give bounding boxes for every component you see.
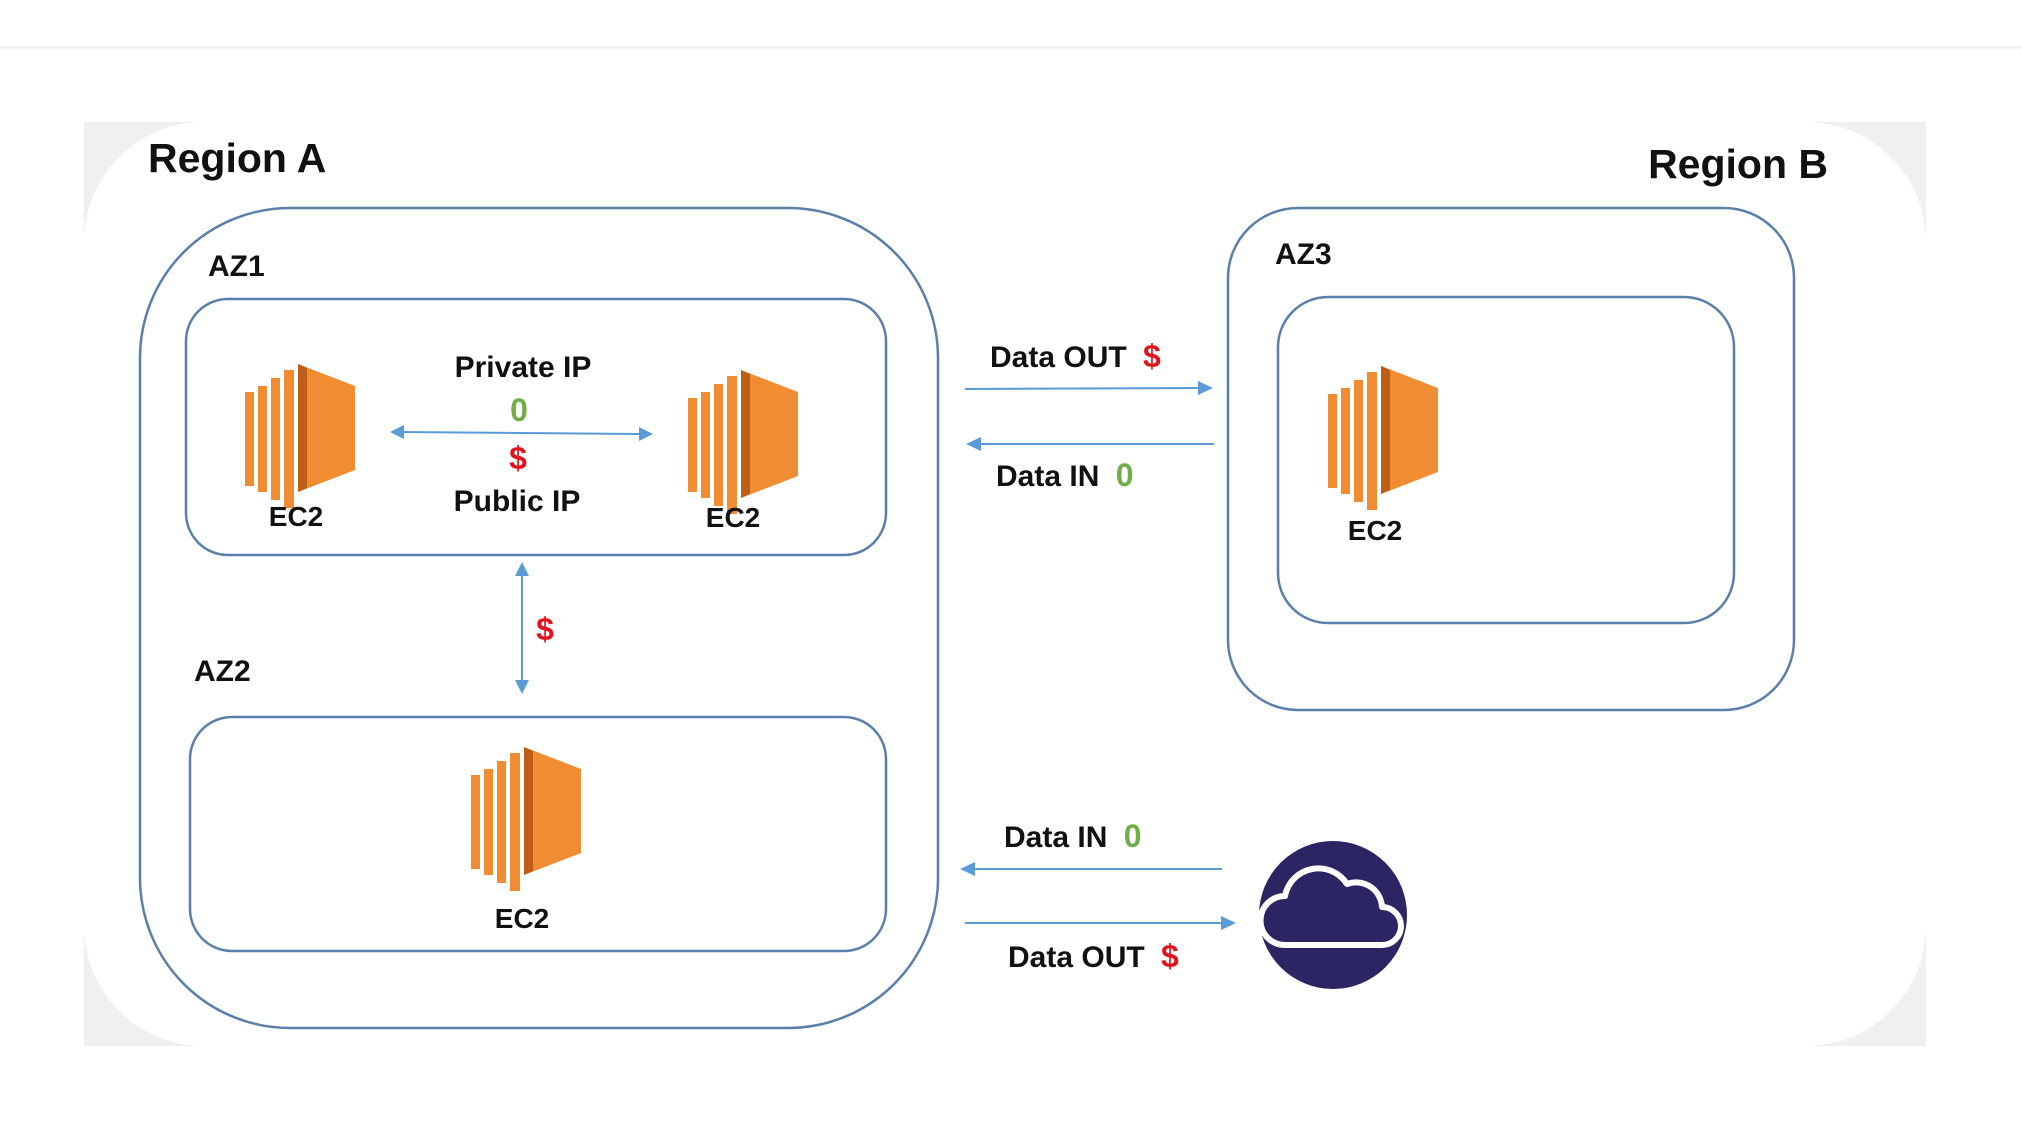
az3-title: AZ3: [1275, 238, 1332, 271]
cross-az-arrow: [515, 562, 529, 694]
region-a-vpc: [138, 206, 940, 1030]
az1-left-ec2-label: EC2: [269, 501, 323, 532]
internet-in-text: Data IN: [1004, 821, 1107, 854]
internet-in-label: Data IN 0: [1004, 818, 1142, 854]
az2-box: [188, 715, 888, 953]
svg-text:Data IN 0: Data IN 0: [1004, 818, 1142, 854]
internet-in-cost: 0: [1124, 818, 1142, 854]
cloud-icon: [1257, 841, 1407, 989]
public-ip-label: Public IP: [454, 485, 581, 518]
public-ip-cost: $: [509, 440, 527, 476]
inter-region-out-arrow: [964, 381, 1213, 395]
az1-title: AZ1: [208, 250, 265, 283]
svg-text:Data IN 0: Data IN 0: [996, 457, 1134, 493]
svg-text:Data OUT $: Data OUT $: [990, 338, 1161, 374]
inter-region-in-text: Data IN: [996, 460, 1099, 493]
internet-out-arrow: [965, 916, 1236, 930]
top-divider: [0, 46, 2022, 49]
inter-region-out-text: Data OUT: [990, 341, 1127, 374]
az1-right-ec2-label: EC2: [706, 502, 760, 533]
az1-internal-arrow: [390, 425, 653, 441]
cross-az-cost: $: [536, 611, 554, 647]
inter-region-out-label: Data OUT $: [990, 338, 1161, 374]
az3-box: [1276, 295, 1736, 625]
internet-out-cost: $: [1161, 938, 1179, 974]
az1-box: [184, 297, 888, 557]
private-ip-cost: 0: [510, 392, 528, 428]
inter-region-in-label: Data IN 0: [996, 457, 1134, 493]
inter-region-in-arrow: [966, 437, 1214, 451]
region-b-vpc: [1226, 206, 1796, 712]
private-ip-label: Private IP: [455, 351, 592, 384]
inter-region-in-cost: 0: [1116, 457, 1134, 493]
az2-ec2-label: EC2: [495, 903, 549, 934]
region-b-title: Region B: [1648, 141, 1828, 187]
region-a-title: Region A: [148, 135, 326, 181]
internet-in-arrow: [960, 862, 1222, 876]
internet-out-text: Data OUT: [1008, 941, 1145, 974]
az3-ec2-label: EC2: [1348, 515, 1402, 546]
svg-text:Data OUT $: Data OUT $: [1008, 938, 1179, 974]
region-panel: [84, 122, 1926, 1046]
internet-out-label: Data OUT $: [1008, 938, 1179, 974]
az2-title: AZ2: [194, 655, 251, 688]
inter-region-out-cost: $: [1143, 338, 1161, 374]
